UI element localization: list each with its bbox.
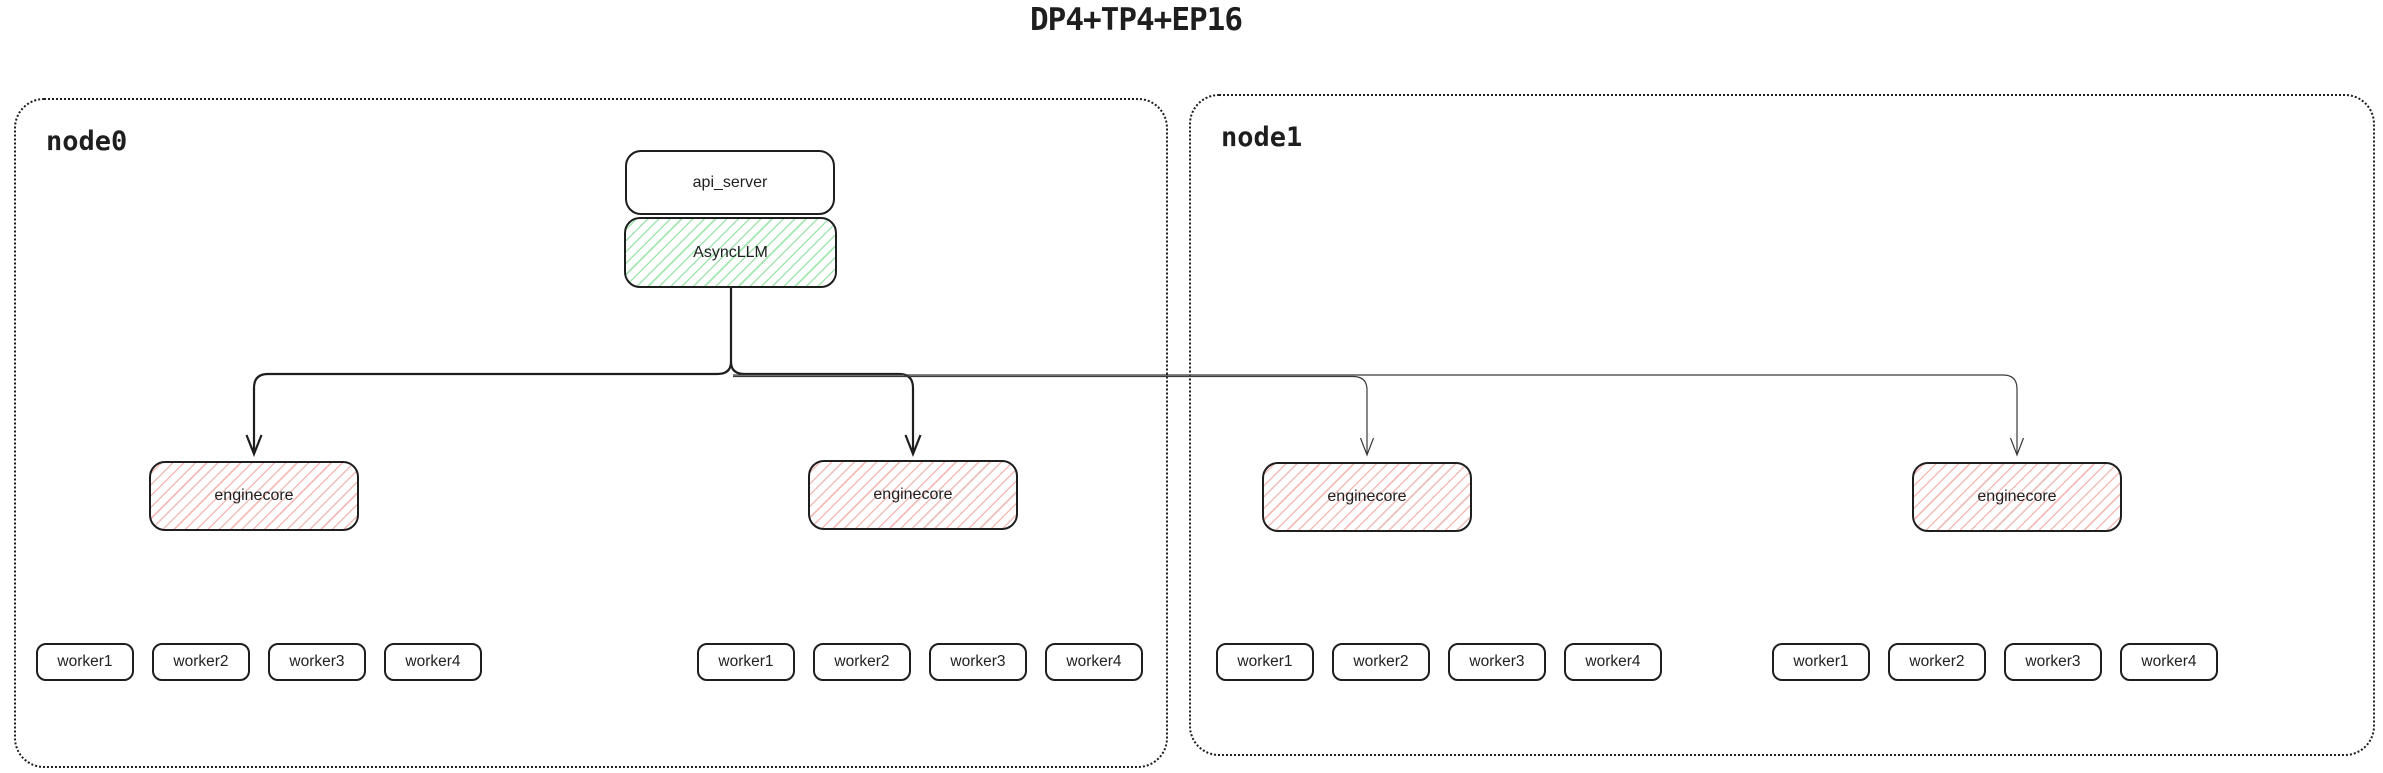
worker-box: worker3 <box>268 643 366 681</box>
worker-label: worker1 <box>718 653 774 670</box>
worker-box: worker1 <box>1772 643 1870 681</box>
worker-box: worker1 <box>1216 643 1314 681</box>
enginecore-box-node1-2: enginecore <box>1912 462 2122 532</box>
worker-label: worker1 <box>1237 653 1293 670</box>
worker-box: worker2 <box>1888 643 1986 681</box>
api-server-label: api_server <box>692 173 768 191</box>
worker-box: worker1 <box>36 643 134 681</box>
worker-box: worker1 <box>697 643 795 681</box>
worker-box: worker2 <box>152 643 250 681</box>
worker-label: worker4 <box>1585 653 1641 670</box>
worker-box: worker3 <box>1448 643 1546 681</box>
worker-box: worker3 <box>2004 643 2102 681</box>
worker-box: worker4 <box>2120 643 2218 681</box>
worker-label: worker2 <box>1909 653 1965 670</box>
worker-label: worker4 <box>2141 653 2197 670</box>
enginecore-box-node0-2: enginecore <box>808 460 1018 530</box>
worker-label: worker1 <box>57 653 113 670</box>
worker-label: worker3 <box>289 653 345 670</box>
worker-label: worker4 <box>1066 653 1122 670</box>
worker-box: worker2 <box>1332 643 1430 681</box>
worker-box: worker4 <box>1045 643 1143 681</box>
worker-group-node1-1: worker1 worker2 worker3 worker4 <box>1216 643 1662 681</box>
async-llm-box: AsyncLLM <box>624 217 837 288</box>
page-title: DP4+TP4+EP16 <box>1030 2 1243 38</box>
enginecore-box-node0-1: enginecore <box>149 461 359 531</box>
node1-label: node1 <box>1221 122 1303 153</box>
async-llm-label: AsyncLLM <box>693 243 768 261</box>
enginecore-label: enginecore <box>1327 488 1407 505</box>
enginecore-box-node1-1: enginecore <box>1262 462 1472 532</box>
worker-group-node0-1: worker1 worker2 worker3 worker4 <box>36 643 482 681</box>
enginecore-label: enginecore <box>214 487 294 504</box>
worker-box: worker4 <box>384 643 482 681</box>
api-server-box: api_server <box>625 150 835 215</box>
worker-box: worker4 <box>1564 643 1662 681</box>
worker-label: worker3 <box>950 653 1006 670</box>
worker-label: worker2 <box>834 653 890 670</box>
enginecore-label: enginecore <box>1977 488 2057 505</box>
worker-label: worker3 <box>1469 653 1525 670</box>
enginecore-label: enginecore <box>873 486 953 503</box>
node0-label: node0 <box>46 126 128 157</box>
worker-box: worker2 <box>813 643 911 681</box>
worker-label: worker3 <box>2025 653 2081 670</box>
worker-label: worker2 <box>1353 653 1409 670</box>
worker-label: worker4 <box>405 653 461 670</box>
worker-box: worker3 <box>929 643 1027 681</box>
worker-group-node0-2: worker1 worker2 worker3 worker4 <box>697 643 1143 681</box>
worker-group-node1-2: worker1 worker2 worker3 worker4 <box>1772 643 2218 681</box>
worker-label: worker1 <box>1793 653 1849 670</box>
worker-label: worker2 <box>173 653 229 670</box>
